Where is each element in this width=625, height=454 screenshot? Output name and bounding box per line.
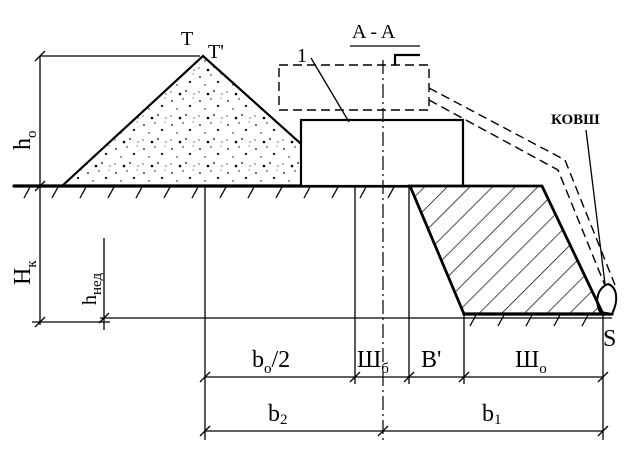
label-b-prime: B' xyxy=(421,347,441,373)
label-t-prime: T' xyxy=(208,41,224,63)
extension-lines xyxy=(32,55,604,440)
svg-text:Hк: Hк xyxy=(10,260,40,285)
label-bucket: КОВШ xyxy=(551,112,600,128)
section-marker xyxy=(393,53,420,65)
ground-ticks xyxy=(23,186,589,327)
label-b1: b1 xyxy=(482,401,502,428)
label-h-ned: hнед xyxy=(79,273,105,305)
item-1-leader xyxy=(310,57,350,123)
label-sh-o: Шo xyxy=(515,347,547,377)
label-h-k: Hк xyxy=(10,260,40,285)
label-section-a-a: A - A xyxy=(352,21,396,43)
svg-text:ho: ho xyxy=(10,131,40,151)
label-s: S xyxy=(603,326,616,352)
label-sh-b: Шб xyxy=(357,347,389,377)
svg-text:hнед: hнед xyxy=(79,273,105,305)
label-h-o: ho xyxy=(10,131,40,151)
label-b2: b2 xyxy=(268,401,288,428)
label-item-1: 1 xyxy=(297,45,307,67)
machine-dashed-outline xyxy=(278,64,430,111)
dimension-lines xyxy=(205,376,603,432)
label-b-o-half: bo/2 xyxy=(252,347,290,377)
dimension-ticks xyxy=(34,50,609,437)
machine-body xyxy=(299,118,465,188)
boom-dashed-upper xyxy=(428,87,616,286)
boom-dashed-lower xyxy=(428,99,607,289)
label-t: T xyxy=(181,28,193,50)
excavation-cut xyxy=(407,184,606,316)
bucket-leader xyxy=(585,129,607,293)
